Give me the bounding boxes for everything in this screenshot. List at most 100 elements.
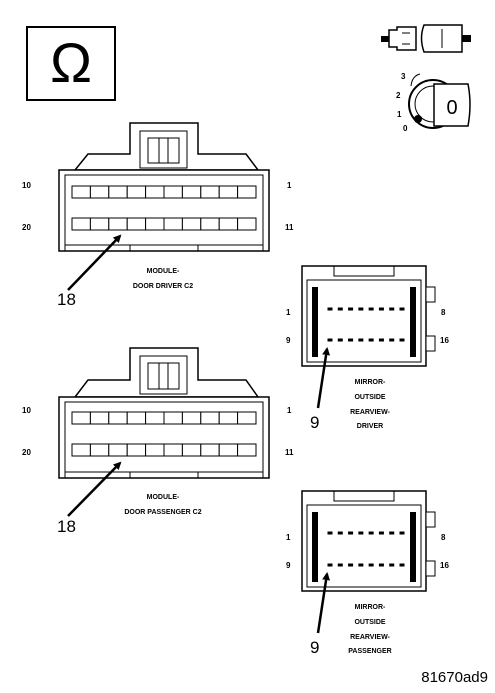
pin-cavity (108, 411, 128, 425)
mirror-driver-label-line2: OUTSIDE (354, 394, 385, 401)
pin-cavity (218, 411, 239, 425)
mirror-passenger-label-line4: PASSENGER (348, 648, 391, 655)
pin-cavity (89, 411, 110, 425)
pin-cavity (71, 185, 91, 199)
ignition-key-label: 0 (446, 97, 457, 119)
pin-slot (378, 563, 384, 567)
pin-cavity (200, 443, 220, 457)
pin-cavity (237, 411, 257, 425)
pin-slot (399, 338, 405, 342)
pin-slot (327, 338, 333, 342)
pin-slot (399, 563, 405, 567)
mirror-passenger-pin-9: 9 (286, 561, 291, 570)
pin-cavity (108, 443, 128, 457)
driver-c2-pin-20: 20 (22, 223, 31, 232)
mirror-driver-label-line4: DRIVER (357, 423, 383, 430)
ignition-switch-icon: 3 2 1 0 0 (396, 72, 471, 133)
mirror-passenger-callout: 9 (310, 638, 319, 657)
pin-cavity (71, 217, 91, 231)
driver-c2-callout: 18 (57, 290, 76, 309)
pin-slot (368, 531, 374, 535)
pin-cavity (237, 217, 257, 231)
mirror-driver-pin-9: 9 (286, 336, 291, 345)
pin-cavity (89, 443, 110, 457)
driver-c2-label-line1: MODULE- (147, 268, 180, 275)
mirror-passenger-label-line1: MIRROR- (355, 604, 386, 611)
pin-cavity (237, 185, 257, 199)
pin-slot (327, 531, 333, 535)
passenger-c2-callout: 18 (57, 517, 76, 536)
pin-cavity (181, 411, 202, 425)
door-passenger-c2-connector: 10 1 20 11 MODULE- DOOR PASSENGER C2 18 (22, 347, 294, 536)
pin-slot (399, 307, 405, 311)
ohmmeter-icon: Ω (26, 26, 116, 101)
pin-slot (327, 563, 333, 567)
pin-slot (337, 531, 343, 535)
unplugged-connector-icon (381, 24, 471, 53)
passenger-c2-pin-10: 10 (22, 406, 31, 415)
mirror-passenger-pin-8: 8 (441, 533, 446, 542)
mirror-passenger-label-line2: OUTSIDE (354, 619, 385, 626)
passenger-c2-label-line2: DOOR PASSENGER C2 (124, 509, 201, 516)
mirror-driver-connector: 1 8 9 16 MIRROR- OUTSIDE REARVIEW- DRIVE… (286, 265, 449, 432)
pin-cavity (181, 217, 202, 231)
pin-cavity (71, 443, 91, 457)
pin-slot (368, 338, 374, 342)
door-driver-c2-connector: 10 1 20 11 MODULE- DOOR DRIVER C2 18 (22, 122, 294, 309)
pin-slot (337, 338, 343, 342)
pin-cavity (200, 185, 220, 199)
pin-cavity (163, 443, 183, 457)
pin-cavity (218, 443, 239, 457)
pin-cavity (145, 443, 165, 457)
mirror-driver-callout: 9 (310, 413, 319, 432)
ignition-position-0: 0 (403, 124, 408, 133)
pin-cavity (126, 443, 147, 457)
passenger-c2-pin-11: 11 (285, 448, 294, 457)
pin-slot (399, 531, 405, 535)
pin-cavity (163, 217, 183, 231)
pin-cavity (218, 217, 239, 231)
pin-cavity (126, 411, 147, 425)
driver-c2-label-line2: DOOR DRIVER C2 (133, 283, 193, 290)
driver-c2-pin-1: 1 (287, 181, 292, 190)
pin-cavity (181, 185, 202, 199)
ignition-position-3: 3 (401, 72, 406, 81)
mirror-driver-label-line3: REARVIEW- (350, 409, 390, 416)
pin-slot (389, 307, 395, 311)
pin-cavity (145, 411, 165, 425)
pin-cavity (108, 217, 128, 231)
pin-slot (327, 307, 333, 311)
pin-cavity (89, 185, 110, 199)
pin-cavity (126, 185, 147, 199)
pin-slot (368, 563, 374, 567)
pin-cavity (163, 185, 183, 199)
pin-slot (348, 307, 354, 311)
pin-slot (337, 563, 343, 567)
pin-slot (378, 307, 384, 311)
mirror-driver-pin-8: 8 (441, 308, 446, 317)
figure-id: 81670ad9 (421, 669, 488, 686)
pin-slot (348, 338, 354, 342)
mirror-passenger-pin-16: 16 (440, 561, 449, 570)
mirror-passenger-pin-1: 1 (286, 533, 291, 542)
pin-cavity (218, 185, 239, 199)
passenger-c2-pin-1: 1 (287, 406, 292, 415)
pin-cavity (200, 411, 220, 425)
pin-slot (348, 531, 354, 535)
pin-cavity (71, 411, 91, 425)
mirror-driver-pin-1: 1 (286, 308, 291, 317)
passenger-c2-pin-20: 20 (22, 448, 31, 457)
mirror-passenger-connector: 1 8 9 16 MIRROR- OUTSIDE REARVIEW- PASSE… (286, 490, 449, 657)
pin-slot (368, 307, 374, 311)
pin-slot (389, 338, 395, 342)
mirror-driver-label-line1: MIRROR- (355, 379, 386, 386)
pin-cavity (108, 185, 128, 199)
pin-cavity (237, 443, 257, 457)
ignition-position-1: 1 (397, 110, 402, 119)
pin-slot (378, 338, 384, 342)
passenger-c2-label-line1: MODULE- (147, 494, 180, 501)
pin-slot (358, 307, 364, 311)
pin-slot (337, 307, 343, 311)
pin-cavity (181, 443, 202, 457)
